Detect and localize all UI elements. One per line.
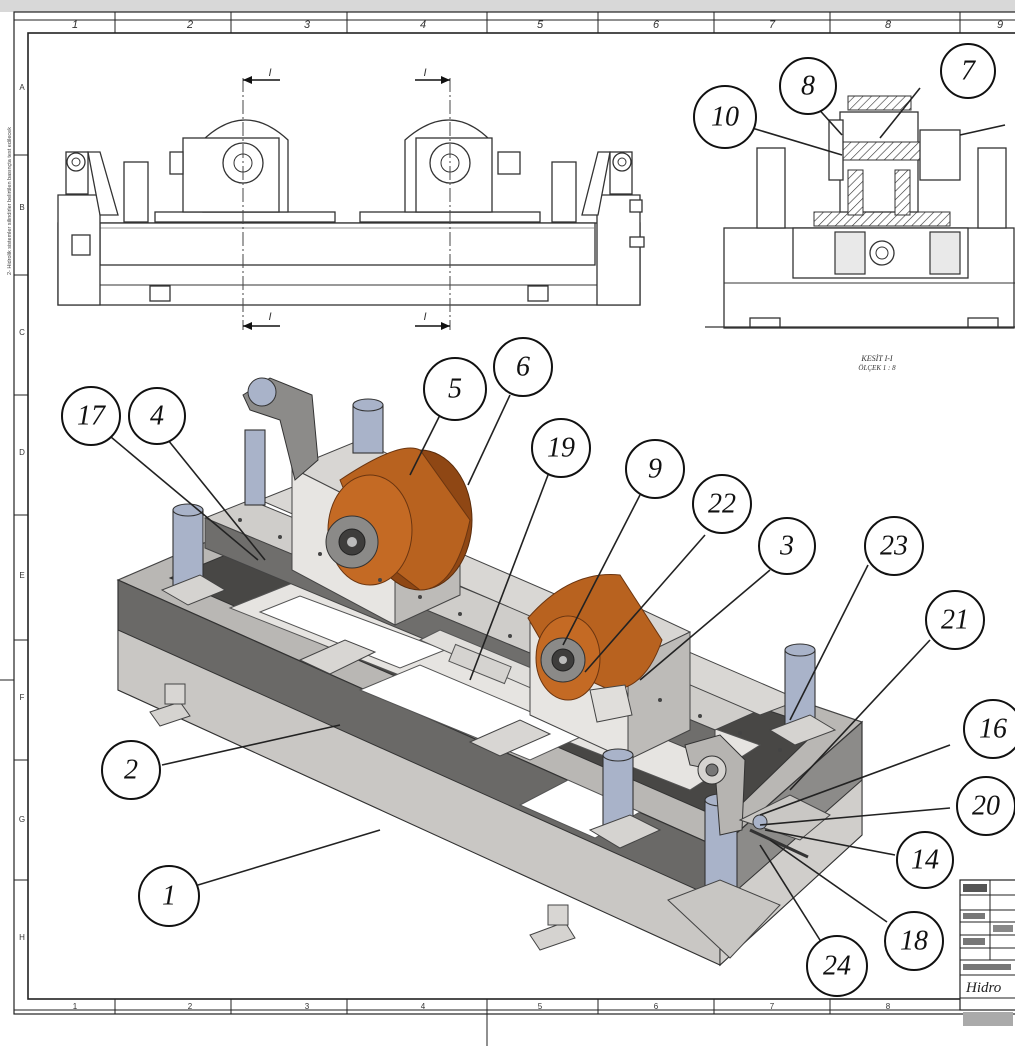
balloon-23: 23 [864,516,924,576]
balloon-9: 9 [625,439,685,499]
balloon-6: 6 [493,337,553,397]
zone-row-E: E [19,571,24,580]
balloon-4: 4 [128,387,186,445]
zone-col-bottom-4: 4 [421,1002,426,1011]
zone-col-top-5: 5 [537,19,544,31]
balloon-2: 2 [101,740,161,800]
title-block [959,879,1015,1026]
top-strip [0,0,1015,12]
zone-col-top-8: 8 [885,19,892,31]
zone-col-top-2: 2 [186,19,193,31]
svg-text:18: 18 [900,926,928,957]
zone-row-F: F [20,693,25,702]
svg-text:23: 23 [880,531,908,562]
svg-text:2: 2 [124,755,138,786]
title-block-text: Hidro [965,980,1002,996]
zone-col-bottom-2: 2 [188,1002,193,1011]
svg-text:6: 6 [516,352,530,383]
svg-text:22: 22 [708,489,736,520]
zone-row-B: B [19,203,24,212]
zone-col-top-3: 3 [304,19,311,31]
zone-col-top-4: 4 [420,19,426,31]
section-scale: ÖLÇEK 1 : 8 [858,364,896,372]
zone-col-top-6: 6 [653,19,660,31]
svg-text:20: 20 [972,791,1000,822]
balloon-7: 7 [940,43,996,99]
cut-mark-4: I [423,311,426,323]
balloon-24: 24 [806,935,868,997]
svg-text:8: 8 [801,71,815,102]
balloon-10: 10 [693,85,757,149]
cut-mark-3: I [268,311,271,323]
cut-mark-2: I [423,67,426,79]
zone-labels-top: 1 2 3 4 5 6 7 8 9 [72,19,1003,31]
outer-border [13,11,1015,1015]
svg-text:17: 17 [77,401,106,432]
isometric-view [116,377,864,967]
balloon-22: 22 [692,474,752,534]
zone-col-bottom-8: 8 [886,1002,891,1011]
section-view [705,95,1015,329]
svg-text:10: 10 [711,102,739,133]
svg-text:21: 21 [941,605,969,636]
zone-row-G: G [19,815,25,824]
cut-mark-1: I [268,67,271,79]
balloon-16: 16 [963,699,1015,759]
svg-text:7: 7 [961,56,976,87]
balloon-21: 21 [925,590,985,650]
svg-text:24: 24 [823,951,851,982]
inner-border [27,32,1015,1000]
svg-text:14: 14 [911,845,939,876]
zone-labels-bottom: 1 2 3 4 5 6 7 8 [73,1002,891,1011]
svg-text:9: 9 [648,454,662,485]
zone-col-bottom-1: 1 [73,1002,78,1011]
zone-col-bottom-7: 7 [770,1002,775,1011]
leader-lines [104,87,1006,949]
svg-text:16: 16 [979,714,1007,745]
balloon-19: 19 [531,418,591,478]
zone-col-top-9: 9 [997,19,1003,31]
svg-text:1: 1 [162,881,176,912]
zone-col-top-1: 1 [72,19,78,31]
zone-row-H: H [19,933,25,942]
balloon-17: 17 [61,386,121,446]
zone-row-D: D [19,448,25,457]
zone-col-bottom-6: 6 [654,1002,659,1011]
svg-text:19: 19 [547,433,575,464]
zone-labels-left: A B C D E F G H [19,83,25,942]
zone-col-bottom-3: 3 [305,1002,310,1011]
balloon-14: 14 [896,831,954,889]
balloon-5: 5 [423,357,487,421]
zone-ticks [0,12,961,1046]
zone-row-C: C [19,328,25,337]
zone-row-A: A [19,83,25,92]
front-view [57,76,645,330]
svg-text:3: 3 [779,531,794,562]
svg-text:5: 5 [448,374,462,405]
svg-text:4: 4 [150,401,164,432]
zone-col-top-7: 7 [769,19,776,31]
balloon-18: 18 [884,911,944,971]
balloon-8: 8 [779,57,837,115]
margin-note: 2- Hidrolik sistemler silindirler belirt… [7,127,13,275]
balloon-20: 20 [956,776,1015,836]
balloon-1: 1 [138,865,200,927]
zone-col-bottom-5: 5 [538,1002,543,1011]
balloon-3: 3 [758,517,816,575]
section-title: KESİT I-I [860,354,893,363]
